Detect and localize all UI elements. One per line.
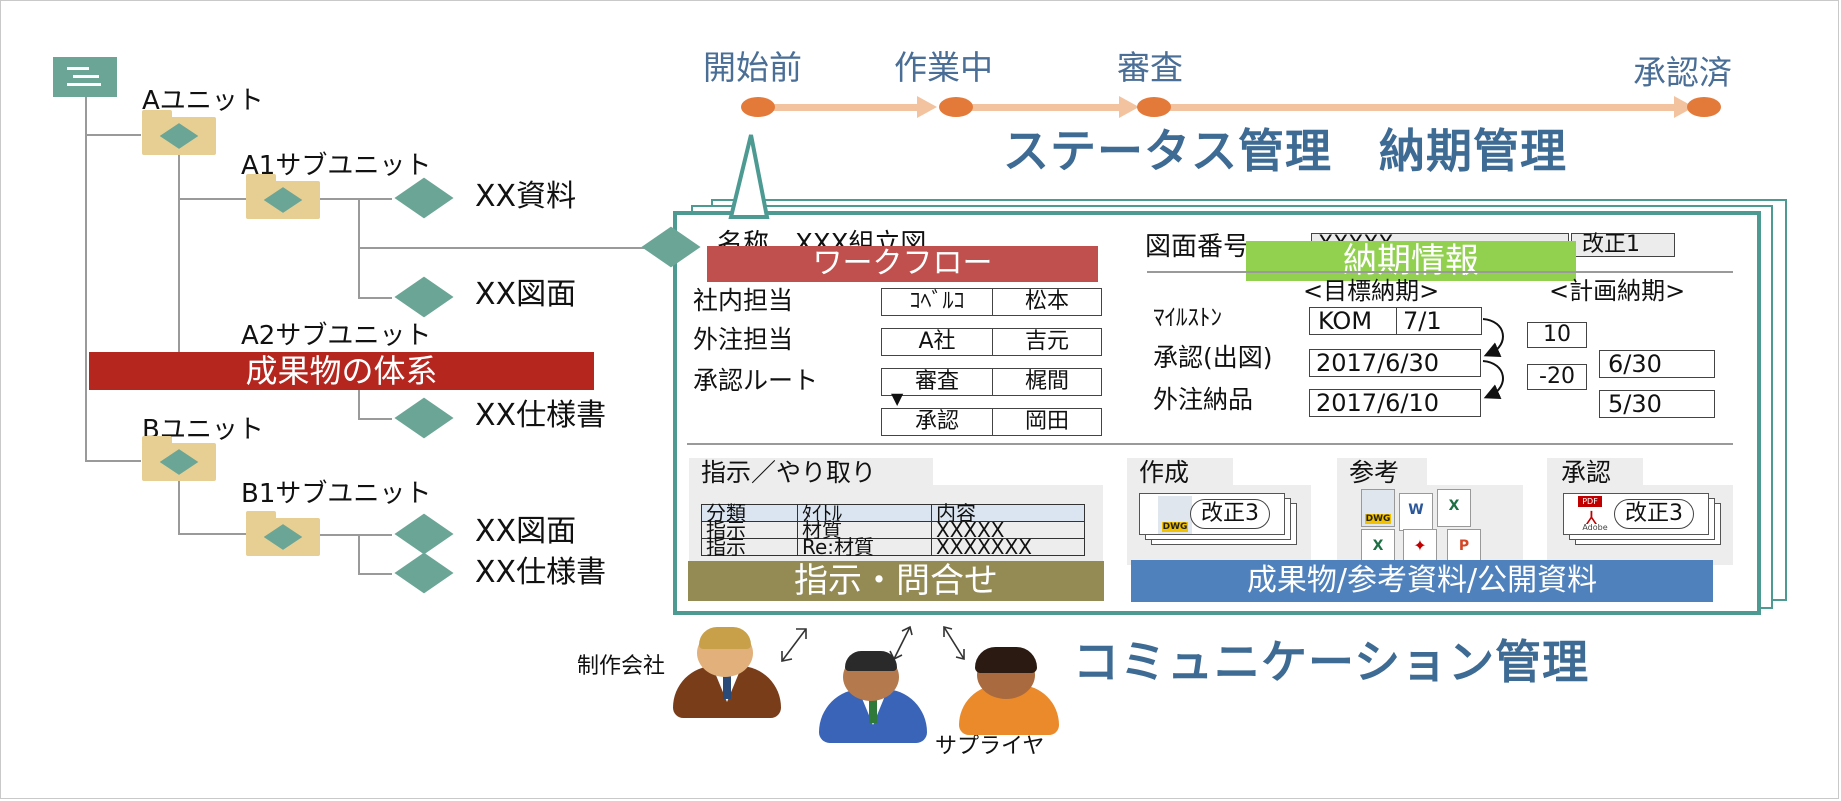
subunit-b1-folder-icon — [246, 511, 320, 556]
deliverables-banner: 成果物/参考資料/公開資料 — [1131, 560, 1713, 602]
unit-a-label: Aユニット — [142, 86, 264, 116]
subunit-a1-folder-icon — [246, 174, 320, 219]
doc-a1-1-label: XX資料 — [475, 179, 577, 214]
doc-a1-2-label: XX図面 — [475, 277, 577, 312]
dwg-file-icon: DWG — [1361, 489, 1395, 527]
milestone-target-cell: 2017/6/30 — [1309, 349, 1481, 377]
doc-b1-2-label: XX仕様書 — [475, 555, 607, 590]
milestone-target-date-cell: 7/1 — [1396, 307, 1482, 335]
exchange-arrow-icon — [781, 625, 965, 662]
doc-diamond-icon — [394, 177, 454, 219]
communication-management-title: コミュニケーション管理 — [1073, 635, 1590, 689]
status-dot-icon — [741, 97, 775, 117]
milestone-plan-cell: 6/30 — [1599, 350, 1715, 378]
doc-diamond-icon — [394, 552, 454, 594]
table-cell: 指示 — [701, 537, 798, 557]
reference-label: 参考 — [1349, 458, 1400, 487]
status-management-title: ステータス管理 納期管理 — [1003, 124, 1567, 178]
dwg-file-icon: DWG — [1158, 496, 1192, 534]
producer-label: 制作会社 — [577, 654, 666, 679]
doc-a2-1-label: XX仕様書 — [475, 398, 607, 433]
doc-diamond-icon — [394, 513, 454, 555]
role-org-cell: 審査 — [881, 368, 993, 396]
table-cell: XXXXX — [931, 520, 1085, 540]
role-org-cell: 承認 — [881, 408, 993, 436]
supplier-label: サプライヤ — [935, 734, 1045, 759]
revision-value: 改正1 — [1571, 233, 1675, 257]
milestone-label: ﾏｲﾙｽﾄﾝ — [1153, 305, 1222, 331]
status-stage-label: 承認済 — [1633, 53, 1732, 92]
milestone-diff-cell: -20 — [1527, 364, 1587, 390]
status-stage-label: 作業中 — [894, 48, 993, 87]
delivery-info-banner: 納期情報 — [1246, 241, 1576, 281]
role-person-cell: 吉元 — [992, 328, 1102, 356]
role-person-cell: 松本 — [992, 288, 1102, 316]
table-cell: XXXXXXX — [931, 537, 1085, 557]
drawing-number-label: 図面番号 — [1145, 232, 1250, 262]
milestone-plan-cell: 5/30 — [1599, 390, 1715, 418]
approved-file-card[interactable]: PDF ⅄ Adobe 改正3 — [1563, 493, 1709, 535]
status-stage-label: 審査 — [1117, 48, 1183, 87]
instructions-table: 分類 ﾀｲﾄﾙ 内容 指示 材質 XXXXX 指示 Re:材質 XXXXXXX — [701, 503, 1085, 557]
role-org-cell: ｺﾍﾞﾙｺ — [881, 288, 993, 316]
doc-diamond-icon — [394, 276, 454, 318]
plan-date-header: <計画納期> — [1549, 277, 1686, 305]
milestone-label: 外注納品 — [1153, 385, 1254, 414]
milestone-diff-cell: 10 — [1527, 322, 1587, 348]
unit-b-folder-icon — [142, 436, 216, 481]
table-row[interactable]: 指示 材質 XXXXX — [701, 520, 1085, 540]
status-dot-icon — [939, 97, 973, 117]
revision-3-pill: 改正3 — [1190, 499, 1270, 529]
milestone-target-cell: KOM — [1309, 307, 1397, 335]
workflow-banner: ワークフロー — [707, 246, 1098, 282]
approval-label: 承認 — [1561, 458, 1612, 487]
schedule-arrow-icon — [1482, 318, 1504, 400]
milestone-target-cell: 2017/6/10 — [1309, 389, 1481, 417]
word-file-icon: W — [1399, 493, 1433, 531]
route-arrow-icon: ▼ — [891, 389, 904, 408]
table-header-cell: 内容 — [931, 503, 1085, 523]
role-org-cell: A社 — [881, 328, 993, 356]
table-cell: Re:材質 — [797, 537, 932, 557]
deliverables-structure-banner: 成果物の体系 — [89, 352, 594, 390]
doc-diamond-icon — [394, 397, 454, 439]
table-cell: 材質 — [797, 520, 932, 540]
target-date-header: <目標納期> — [1303, 277, 1440, 305]
unit-a-folder-icon — [142, 110, 216, 155]
revision-3-pill: 改正3 — [1614, 499, 1694, 529]
create-label: 作成 — [1139, 458, 1190, 487]
instructions-inquiry-banner: 指示・問合せ — [688, 561, 1104, 601]
excel-file-icon: X — [1437, 489, 1471, 527]
pdf-file-icon: PDF ⅄ Adobe — [1578, 496, 1612, 534]
table-cell: 指示 — [701, 520, 798, 540]
root-icon — [53, 57, 117, 97]
callout-pointer — [728, 134, 770, 219]
milestone-label: 承認(出図) — [1153, 343, 1273, 372]
role-label: 外注担当 — [693, 325, 794, 354]
instructions-title: 指示／やり取り — [701, 458, 877, 487]
doc-b1-1-label: XX図面 — [475, 514, 577, 549]
table-row[interactable]: 指示 Re:材質 XXXXXXX — [701, 537, 1085, 557]
role-person-cell: 岡田 — [992, 408, 1102, 436]
table-header-row: 分類 ﾀｲﾄﾙ 内容 — [701, 503, 1085, 523]
status-dot-icon — [1687, 97, 1721, 117]
subunit-a2-label: A2サブユニット — [241, 321, 432, 351]
created-file-card[interactable]: DWG 改正3 — [1139, 493, 1285, 535]
role-label: 社内担当 — [693, 286, 794, 315]
table-header-cell: ﾀｲﾄﾙ — [797, 503, 932, 523]
status-stage-label: 開始前 — [703, 48, 802, 87]
subunit-b1-label: B1サブユニット — [241, 479, 432, 509]
role-label: 承認ルート — [693, 366, 819, 395]
status-dot-icon — [1137, 97, 1171, 117]
role-person-cell: 梶間 — [992, 368, 1102, 396]
